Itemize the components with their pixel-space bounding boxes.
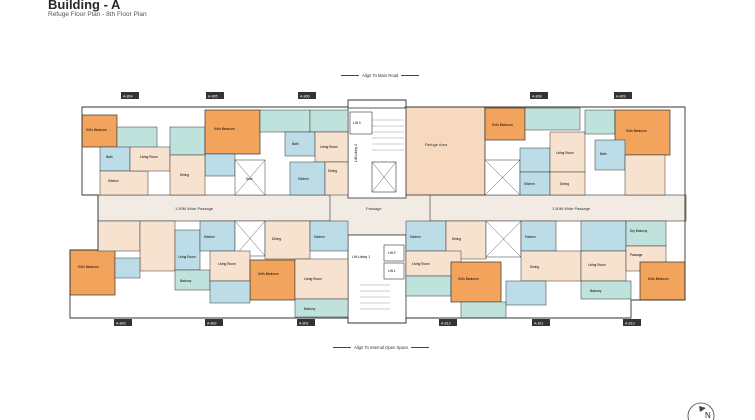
lift-lobby-1-label: Lift Lobby 1	[352, 255, 370, 259]
svg-text:Living Room: Living Room	[218, 262, 236, 266]
svg-text:Living Room: Living Room	[140, 155, 158, 159]
svg-text:N: N	[705, 411, 711, 420]
svg-text:A-812: A-812	[441, 322, 451, 326]
unit-a-810: Dry Balcony Living Room Passage Kid's Be…	[580, 220, 686, 301]
unit-a-811: Kitchen Dining	[485, 220, 582, 306]
svg-text:A-805: A-805	[208, 95, 218, 99]
svg-text:Kitchen: Kitchen	[204, 235, 215, 239]
svg-text:A-806: A-806	[300, 95, 310, 99]
svg-text:Balcony: Balcony	[590, 289, 602, 293]
passage-label-left: 1.50M Wide Passage	[175, 206, 214, 211]
north-arrow-icon: N	[687, 402, 715, 420]
unit-a-805: Duct Dining Kid's Bedroom	[169, 109, 266, 196]
unit-a-803: Kid's Bedroom Living Room Balcony	[69, 220, 211, 296]
unit-a-801: Dining Kitchen Living Room Balcony	[264, 220, 349, 318]
svg-text:Dry Balcony: Dry Balcony	[630, 229, 648, 233]
svg-text:A-802: A-802	[207, 322, 217, 326]
refuge-label: Refuge Area	[425, 142, 448, 147]
unit-a-806: Bath Living Room Kitchen Dining	[259, 109, 349, 196]
svg-text:Kid's Bedroom: Kid's Bedroom	[626, 129, 647, 133]
svg-text:Living Room: Living Room	[412, 262, 430, 266]
unit-a-804: Kid's Bedroom Bath Kitchen Living Room	[81, 114, 171, 196]
svg-text:Bath: Bath	[106, 155, 113, 159]
svg-text:A-801: A-801	[299, 322, 309, 326]
svg-text:Kitchen: Kitchen	[524, 182, 535, 186]
stair-treads-bottom	[360, 284, 390, 310]
svg-text:A-804: A-804	[123, 95, 133, 99]
svg-text:Dining: Dining	[560, 182, 569, 186]
svg-text:Duct: Duct	[246, 177, 253, 181]
svg-text:A-803: A-803	[116, 322, 126, 326]
svg-text:Kitchen: Kitchen	[108, 179, 119, 183]
unit-tags-bottom: A-803 A-802 A-801 A-812 A-811 A-810	[114, 319, 641, 326]
svg-text:A-810: A-810	[625, 322, 635, 326]
passage-label-center: Passage	[366, 206, 382, 211]
lift-2-label: Lift 2	[388, 251, 396, 255]
svg-text:Kid's Bedroom: Kid's Bedroom	[86, 128, 107, 132]
svg-text:Dining: Dining	[530, 265, 539, 269]
svg-text:Balcony: Balcony	[180, 279, 192, 283]
svg-text:Dining: Dining	[328, 169, 337, 173]
lift-3-box	[349, 111, 373, 135]
svg-text:Kitchen: Kitchen	[410, 235, 421, 239]
svg-text:Kid's Bedroom: Kid's Bedroom	[492, 123, 513, 127]
svg-text:Living Room: Living Room	[304, 277, 322, 281]
svg-text:Kid's Bedroom: Kid's Bedroom	[78, 265, 99, 269]
svg-text:Living Room: Living Room	[178, 255, 196, 259]
svg-text:Living Room: Living Room	[320, 145, 338, 149]
road-label-bottom: Align To Internal Open Space	[330, 345, 432, 350]
svg-text:Bath: Bath	[292, 142, 299, 146]
svg-text:Kid's Bedroom: Kid's Bedroom	[458, 277, 479, 281]
lift-2-box	[383, 244, 405, 262]
svg-text:Kid's Bedroom: Kid's Bedroom	[214, 127, 235, 131]
unit-tags-top: A-804 A-805 A-806 A-808 A-809	[121, 92, 632, 99]
svg-text:Kitchen: Kitchen	[525, 235, 536, 239]
svg-text:Dining: Dining	[180, 173, 189, 177]
lift-1-box	[383, 262, 405, 280]
road-label-top: Align To Main Road	[338, 73, 422, 78]
svg-text:Bath: Bath	[600, 152, 607, 156]
stair-treads-top	[372, 119, 404, 151]
passage-label-right: 1.50M Wide Passage	[552, 206, 591, 211]
svg-text:Kid's Bedroom: Kid's Bedroom	[648, 277, 669, 281]
lift-lobby-2-label: Lift Lobby 2	[354, 144, 358, 162]
svg-text:A-808: A-808	[532, 95, 542, 99]
building-outline	[69, 99, 686, 324]
svg-text:Living Room: Living Room	[588, 263, 606, 267]
svg-text:A-811: A-811	[534, 322, 543, 326]
lift-1-label: Lift 1	[388, 269, 396, 273]
lift-3-label: Lift 3	[353, 121, 361, 125]
svg-text:Kitchen: Kitchen	[314, 235, 325, 239]
svg-text:Dining: Dining	[272, 237, 281, 241]
unit-a-812: Kitchen Dining Living Room Kid's Bedroom	[405, 220, 507, 319]
page-title: Building - A	[48, 0, 121, 12]
unit-a-808: Kid's Bedroom Living Room Kitchen Dining	[484, 107, 586, 196]
svg-text:Passage: Passage	[630, 253, 643, 257]
svg-text:Kitchen: Kitchen	[298, 177, 309, 181]
unit-a-802: Kitchen Kid's Bedroom Living Room	[199, 220, 296, 304]
svg-text:Balcony: Balcony	[304, 307, 316, 311]
svg-text:Living Room: Living Room	[556, 151, 574, 155]
svg-text:A-809: A-809	[616, 95, 626, 99]
page-subtitle: Refuge Floor Plan - 8th Floor Plan	[48, 11, 147, 18]
unit-a-809: Kid's Bedroom Bath	[584, 109, 671, 196]
svg-text:Kid's Bedroom: Kid's Bedroom	[258, 272, 279, 276]
refuge-area	[404, 106, 486, 196]
svg-text:Dining: Dining	[452, 237, 461, 241]
